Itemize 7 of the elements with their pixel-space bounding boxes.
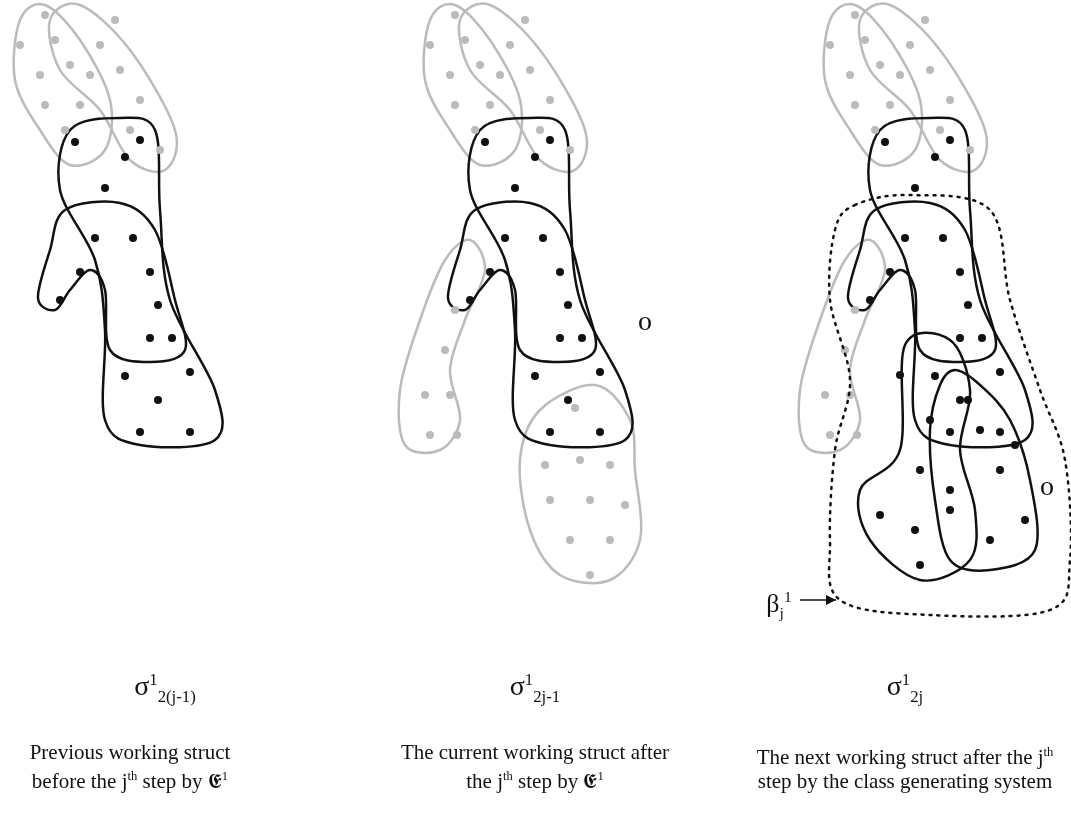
caption-text: The current working struct after the j$^{th}$ step by 𝕰$^{1}$ <box>399 740 671 793</box>
dotted-outline <box>827 193 1071 618</box>
caption-text: The next working struct after the j$^{th}$ step by the class generating system <box>755 744 1055 793</box>
point-label: o <box>1040 470 1054 502</box>
point-label: o <box>638 305 652 337</box>
caption-text: Previous working struct before the j$^{th}$ step by 𝕰$^{1}$ <box>28 740 232 793</box>
leader-line <box>799 594 837 606</box>
